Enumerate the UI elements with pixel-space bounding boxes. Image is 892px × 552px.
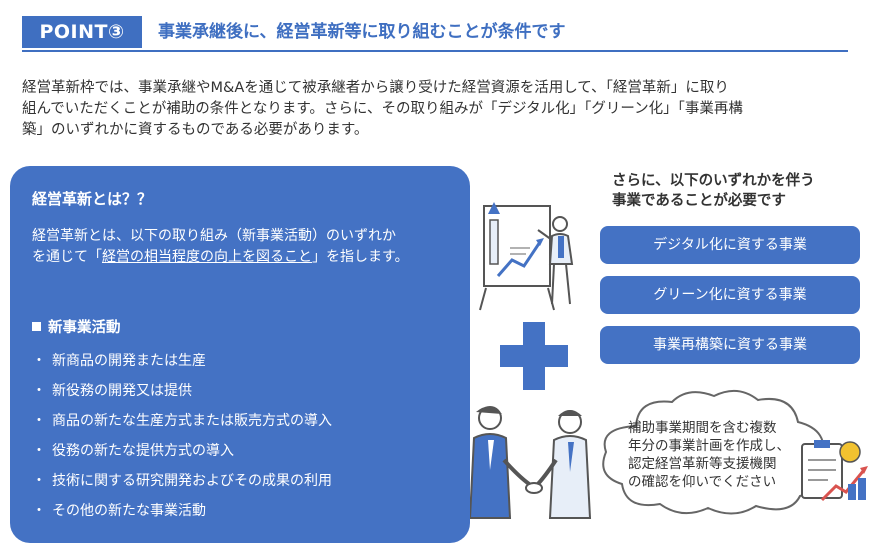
plus-icon bbox=[500, 322, 568, 390]
management-innovation-card: 経営革新とは？？ 経営革新とは、以下の取り組み（新事業活動）のいずれか を通じて… bbox=[10, 166, 470, 543]
cloud-line: 補助事業期間を含む複数 bbox=[628, 420, 777, 436]
list-item-label: 役務の新たな提供方式の導入 bbox=[52, 443, 234, 459]
definition-line-2: を通じて「経営の相当程度の向上を図ること」を指します。 bbox=[32, 247, 452, 268]
bullet: ・ bbox=[32, 473, 46, 489]
cloud-line: 認定経営革新等支援機関 bbox=[628, 456, 777, 472]
card-definition: 経営革新とは、以下の取り組み（新事業活動）のいずれか を通じて「経営の相当程度の… bbox=[32, 226, 452, 268]
page-title: 事業承継後に、経営革新等に取り組むことが条件です bbox=[158, 22, 566, 42]
cloud-note-text: 補助事業期間を含む複数 年分の事業計画を作成し、 認定経営革新等支援機関 の確認… bbox=[628, 419, 818, 491]
list-item: ・新役務の開発又は提供 bbox=[32, 376, 332, 406]
requirement-heading-line: さらに、以下のいずれかを伴う bbox=[612, 173, 815, 189]
green-business-pill: グリーン化に資する事業 bbox=[600, 276, 860, 314]
bullet: ・ bbox=[32, 383, 46, 399]
list-item-label: 商品の新たな生産方式または販売方式の導入 bbox=[52, 413, 332, 429]
card-heading: 経営革新とは？？ bbox=[32, 190, 153, 208]
definition-underline: 経営の相当程度の向上を図ること bbox=[102, 249, 312, 265]
cloud-note-icon bbox=[602, 389, 826, 515]
page-header: POINT③ 事業承継後に、経営革新等に取り組むことが条件です bbox=[22, 16, 848, 52]
list-item-label: 技術に関する研究開発およびその成果の利用 bbox=[52, 473, 332, 489]
bullet: ・ bbox=[32, 413, 46, 429]
list-item: ・その他の新たな事業活動 bbox=[32, 496, 332, 526]
square-bullet-icon bbox=[32, 322, 41, 331]
definition-post: 」を指します。 bbox=[312, 249, 409, 265]
list-item: ・役務の新たな提供方式の導入 bbox=[32, 436, 332, 466]
bullet: ・ bbox=[32, 353, 46, 369]
report-clipboard-icon bbox=[801, 440, 868, 502]
restructuring-business-pill: 事業再構築に資する事業 bbox=[600, 326, 860, 364]
presentation-chart-icon bbox=[479, 202, 574, 311]
header-divider bbox=[22, 50, 848, 52]
point-badge: POINT③ bbox=[22, 16, 142, 48]
requirement-heading-line: 事業であることが必要です bbox=[612, 193, 786, 209]
list-item: ・技術に関する研究開発およびその成果の利用 bbox=[32, 466, 332, 496]
definition-pre: を通じて「 bbox=[32, 249, 102, 265]
list-item-label: 新役務の開発又は提供 bbox=[52, 383, 192, 399]
list-item-label: その他の新たな事業活動 bbox=[52, 503, 206, 519]
subheading-label: 新事業活動 bbox=[48, 320, 121, 336]
definition-line-1: 経営革新とは、以下の取り組み（新事業活動）のいずれか bbox=[32, 228, 396, 244]
digital-business-pill: デジタル化に資する事業 bbox=[600, 226, 860, 264]
intro-paragraph: 経営革新枠では、事業承継やM&Aを通じて被承継者から譲り受けた経営資源を活用して… bbox=[22, 78, 872, 141]
new-business-list: ・新商品の開発または生産 ・新役務の開発又は提供 ・商品の新たな生産方式または販… bbox=[32, 346, 332, 526]
list-item: ・新商品の開発または生産 bbox=[32, 346, 332, 376]
list-item: ・商品の新たな生産方式または販売方式の導入 bbox=[32, 406, 332, 436]
cloud-line: 年分の事業計画を作成し、 bbox=[628, 438, 790, 454]
requirement-heading: さらに、以下のいずれかを伴う 事業であることが必要です bbox=[612, 171, 815, 211]
bullet: ・ bbox=[32, 503, 46, 519]
handshake-icon bbox=[470, 406, 592, 519]
intro-line: 築」のいずれかに資するものである必要があります。 bbox=[22, 122, 369, 138]
list-item-label: 新商品の開発または生産 bbox=[52, 353, 206, 369]
new-business-subheading: 新事業活動 bbox=[32, 316, 121, 337]
bullet: ・ bbox=[32, 443, 46, 459]
intro-line: 経営革新枠では、事業承継やM&Aを通じて被承継者から譲り受けた経営資源を活用して… bbox=[22, 80, 729, 96]
cloud-line: の確認を仰いでください bbox=[628, 474, 777, 490]
intro-line: 組んでいただくことが補助の条件となります。さらに、その取り組みが「デジタル化」「… bbox=[22, 101, 743, 117]
